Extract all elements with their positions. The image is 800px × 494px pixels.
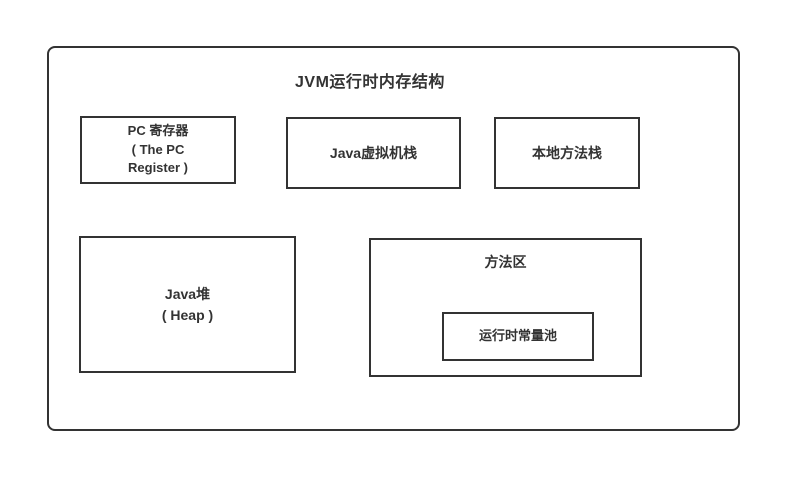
node-pc-register-label-line3: Register ) xyxy=(128,160,188,176)
node-java-heap: Java堆 ( Heap ) xyxy=(79,236,296,373)
jvm-memory-container-box: JVM运行时内存结构 PC 寄存器 ( The PC Register ) Ja… xyxy=(47,46,740,431)
node-runtime-constant-pool-label: 运行时常量池 xyxy=(478,328,557,344)
node-method-area-label: 方法区 xyxy=(484,254,527,270)
node-runtime-constant-pool: 运行时常量池 xyxy=(442,312,594,361)
node-pc-register-label-line1: PC 寄存器 xyxy=(127,122,189,138)
node-java-heap-label-line2: ( Heap ) xyxy=(161,306,214,323)
node-native-method-stack: 本地方法栈 xyxy=(494,117,640,189)
node-method-area: 方法区 运行时常量池 xyxy=(369,238,642,377)
node-java-heap-label-line1: Java堆 xyxy=(164,286,211,303)
node-native-method-stack-label: 本地方法栈 xyxy=(532,144,602,161)
node-java-vm-stack: Java虚拟机栈 xyxy=(286,117,461,189)
node-pc-register-label-line2: ( The PC xyxy=(131,141,185,157)
diagram-title: JVM运行时内存结构 xyxy=(295,74,445,91)
node-pc-register: PC 寄存器 ( The PC Register ) xyxy=(80,116,236,184)
node-java-vm-stack-label: Java虚拟机栈 xyxy=(329,144,418,161)
